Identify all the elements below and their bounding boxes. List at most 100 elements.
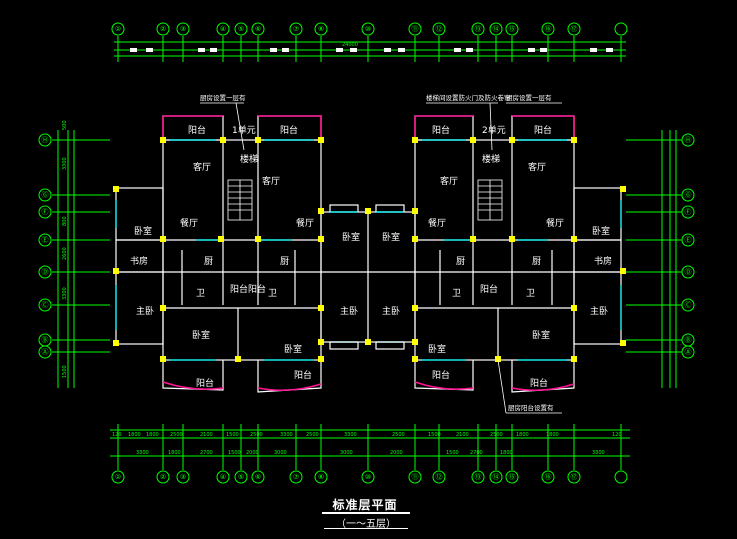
room-bedroom-1: 卧室 (134, 225, 152, 237)
room-bedroom-m1: 卧室 (342, 231, 360, 243)
room-bedroom-3: 卧室 (284, 343, 302, 355)
note-4: 厨房阳台设置有 (508, 403, 554, 412)
axis-bubble-right-1: Ⓗ (626, 133, 695, 147)
bottom-dim-text: 1500 (226, 432, 239, 438)
axis-bubble-top-16: ⑰ (567, 22, 581, 62)
room-kitchen-2: 厨 (280, 256, 289, 267)
room-kitchen-1: 厨 (204, 256, 213, 267)
left-dim-text: 800 (62, 216, 68, 226)
svg-text:⑤: ⑤ (238, 473, 244, 481)
axis-bubble-right-2: Ⓖ (626, 188, 695, 202)
bottom-dim-text: 1800 (546, 432, 559, 438)
svg-text:⑰: ⑰ (571, 473, 578, 481)
left-dim-text: 1500 (62, 365, 68, 378)
axis-bubble-top-12: ⑬ (471, 22, 485, 62)
bottom-dim-text: 2500 (306, 432, 319, 438)
room-balcony-7: 阳台 (432, 124, 450, 136)
subtitle-underline (324, 528, 408, 529)
room-dining-4: 餐厅 (546, 217, 564, 229)
bottom-axis-dim-text: 3000 (340, 450, 353, 456)
axis-bubble-top-5: ⑤ (234, 22, 248, 62)
room-balcony-5: 阳台 (196, 377, 214, 389)
bottom-dim-text: 2500 (170, 432, 183, 438)
axis-bubble-left-3: Ⓕ (38, 205, 110, 219)
drawing-subtitle: （一～五层） (336, 519, 396, 530)
drawing-title: 标准层平面 (332, 498, 398, 512)
unit-1-label: 1单元 (232, 124, 256, 136)
svg-text:②: ② (160, 473, 166, 481)
room-dining-3: 餐厅 (428, 217, 446, 229)
axis-bubble-right-8: Ⓐ (626, 345, 695, 359)
room-master-m2: 主卧 (382, 305, 400, 317)
svg-text:⑪: ⑪ (412, 25, 419, 33)
axis-bubble-bottom-10: ⑪ (408, 424, 422, 484)
axis-bubble-top-7: ⑦ (289, 22, 303, 62)
axis-bubble-left-1: Ⓗ (38, 133, 110, 147)
room-bedroom-6: 卧室 (532, 329, 550, 341)
svg-text:Ⓖ: Ⓖ (42, 191, 49, 199)
axis-bubble-bottom-8: ⑧ (314, 424, 328, 484)
svg-text:Ⓓ: Ⓓ (42, 268, 49, 276)
left-dim-text: 500 (62, 120, 68, 130)
axis-bubble-bottom-12: ⑬ (471, 424, 485, 484)
svg-text:⑦: ⑦ (293, 25, 299, 33)
note-1: 厨房设置一层有 (200, 93, 246, 102)
room-balcony-8: 阳台 (534, 124, 552, 136)
title-underline (322, 512, 410, 514)
note-2: 楼梯间设置防火门及防火卷帘 (426, 93, 511, 102)
axis-bubble-top-14: ⑮ (505, 22, 519, 62)
svg-text:⑭: ⑭ (493, 473, 500, 481)
svg-text:⑥: ⑥ (255, 25, 261, 33)
left-dimension-lines (57, 130, 75, 388)
bottom-dim-text: 2100 (456, 432, 469, 438)
svg-text:⑥: ⑥ (255, 473, 261, 481)
bottom-axis-dim-text: 1800 (168, 450, 181, 456)
svg-text:④: ④ (220, 473, 226, 481)
svg-text:⑫: ⑫ (436, 25, 443, 33)
bottom-axis-dim-text: 1500 (228, 450, 241, 456)
svg-text:⑩: ⑩ (365, 25, 371, 33)
room-stair-2: 楼梯 (482, 153, 500, 165)
axis-bubble-bottom-13: ⑭ (489, 424, 503, 484)
right-dimension-lines (661, 130, 677, 388)
svg-text:⑪: ⑪ (412, 473, 419, 481)
bottom-dim-text: 3300 (344, 432, 357, 438)
axis-bubble-top-8: ⑧ (314, 22, 328, 62)
bottom-axis-dim-text: 2700 (200, 450, 213, 456)
axis-bubble-left-6: Ⓒ (38, 298, 110, 312)
axis-bubble-bottom-9: ⑩ (361, 424, 375, 484)
axis-bubble-top-15: ⑯ (541, 22, 555, 62)
svg-text:Ⓓ: Ⓓ (685, 268, 692, 276)
room-living-3: 客厅 (440, 175, 458, 187)
bottom-dim-text: 3300 (280, 432, 293, 438)
svg-text:⑯: ⑯ (545, 473, 552, 481)
note-3: 厨房设置一层有 (506, 93, 552, 102)
overall-dimension: 24000 (342, 42, 358, 48)
svg-text:Ⓒ: Ⓒ (685, 301, 692, 309)
svg-text:Ⓖ: Ⓖ (685, 191, 692, 199)
annotation-notes: 厨房设置一层有 楼梯间设置防火门及防火卷帘 厨房设置一层有 厨房阳台设置有 (200, 93, 562, 414)
svg-text:③: ③ (180, 25, 186, 33)
room-bedroom-2: 卧室 (192, 329, 210, 341)
axis-bubble-bottom-4: ④ (216, 424, 230, 484)
svg-text:⑩: ⑩ (365, 473, 371, 481)
svg-text:③: ③ (180, 473, 186, 481)
bottom-dim-text: 2100 (200, 432, 213, 438)
axis-bubble-bottom-5: ⑤ (234, 424, 248, 484)
svg-text:⑧: ⑧ (318, 25, 324, 33)
axis-bubble-bottom-11: ⑫ (432, 424, 446, 484)
axis-bubble-left-2: Ⓖ (38, 188, 110, 202)
room-balcony-6: 阳台 (294, 369, 312, 381)
svg-text:⑫: ⑫ (436, 473, 443, 481)
axis-bubble-bottom-6: ⑥ (251, 424, 265, 484)
room-bedroom-4: 卧室 (592, 225, 610, 237)
svg-text:Ⓗ: Ⓗ (685, 136, 692, 144)
bottom-axis-dim-text: 2000 (390, 450, 403, 456)
bottom-dim-text: 2500 (392, 432, 405, 438)
left-dim-text: 3300 (62, 157, 68, 170)
room-living-1: 客厅 (193, 161, 211, 173)
